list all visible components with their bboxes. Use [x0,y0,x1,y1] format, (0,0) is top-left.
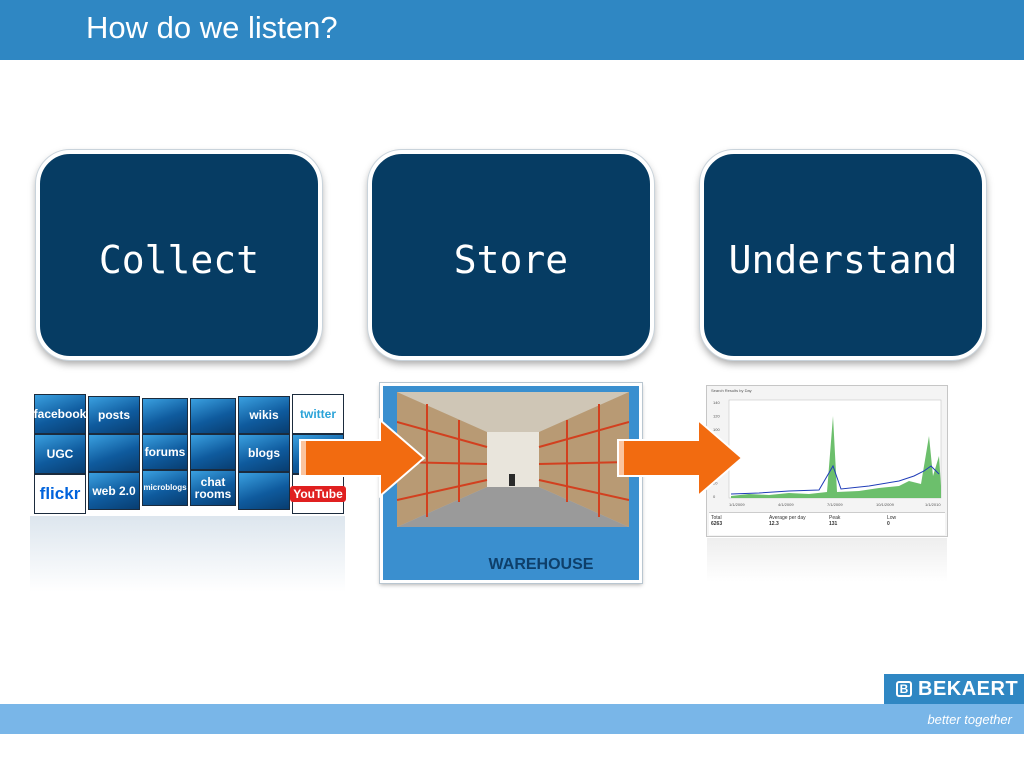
wall-tile-ugc: UGC [34,434,86,474]
y-tick-label: 140 [713,400,720,405]
y-tick-label: 20 [713,481,718,486]
wall-tile-twitter: twitter [292,394,344,434]
youtube-logo: YouTube [290,486,346,502]
wall-tile-blogs: blogs [238,434,290,472]
step-card-understand: Understand [700,150,986,360]
x-tick-label: 1/1/2010 [925,502,941,507]
slide-title: How do we listen? [86,10,338,45]
wall-tile-youtube: YouTube [290,474,346,514]
x-tick-label: 1/1/2009 [729,502,745,507]
bekaert-name: BEKAERT [918,678,1019,700]
y-tick-label: 100 [713,427,720,432]
step-label-store: Store [453,238,569,282]
x-tick-label: 10/1/2009 [876,502,895,507]
bekaert-mark-icon: B [896,681,912,697]
arrow-right-icon [299,418,426,498]
search-results-chart: 140120100806040200 1/1/20094/1/20097/1/2… [713,399,941,507]
wall-tile-microblogs: microblogs [142,470,188,506]
y-tick-label: 0 [713,494,716,499]
bekaert-logo: B BEKAERT [884,674,1024,704]
y-tick-label: 120 [713,413,720,418]
step-card-store: Store [368,150,654,360]
wall-tile-blank [238,472,290,510]
wall-tile-blank [190,434,236,470]
wall-tile-flickr: flickr [34,474,86,514]
analytics-chart-title: Search Results by Day [711,388,752,393]
wall-tile-chat-rooms: chat rooms [190,470,236,506]
slide-header: How do we listen? [0,0,1024,60]
wall-tile-blank [142,398,188,434]
step-label-collect: Collect [98,238,260,282]
wall-tile-facebook: facebook [34,394,86,434]
wall-tile-posts: posts [88,396,140,434]
wall-tile-wikis: wikis [238,396,290,434]
step-card-collect: Collect [36,150,322,360]
wall-tile-forums: forums [142,434,188,470]
analytics-reflection [707,538,947,582]
analytics-screenshot: Search Results by Day 140120100806040200… [706,385,948,582]
wall-tile-blank [190,398,236,434]
step-label-understand: Understand [728,238,958,282]
x-tick-label: 7/1/2009 [827,502,843,507]
warehouse-photo [397,392,629,527]
warehouse-label: WAREHOUSE [488,556,594,573]
wall-tile-web20: web 2.0 [88,472,140,510]
brand-tagline: better together [927,712,1012,727]
wall-reflection [30,516,345,592]
arrow-right-icon [617,418,744,498]
wall-tile-blank [88,434,140,472]
warehouse-panel: WAREHOUSE [380,383,642,583]
footer-band [0,704,1024,734]
warehouse-aisle-illustration [397,392,629,527]
x-tick-label: 4/1/2009 [778,502,794,507]
